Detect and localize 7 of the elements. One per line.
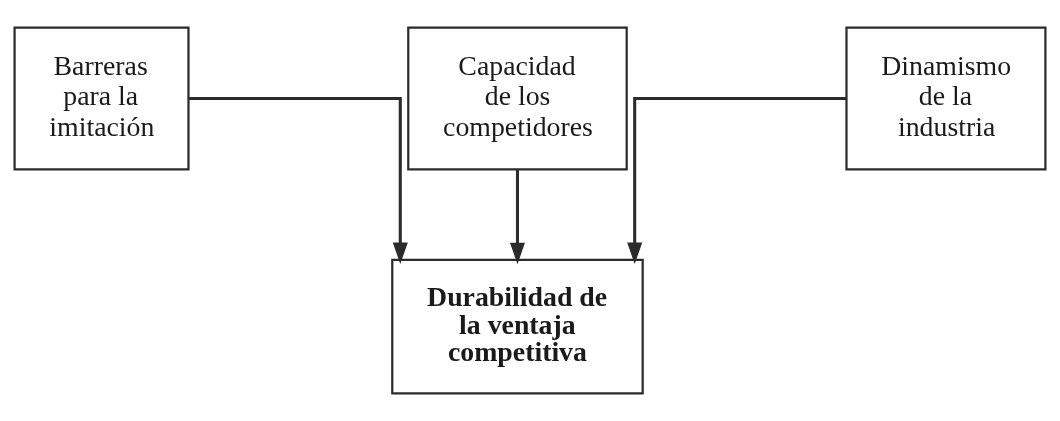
node-box: Durabilidad de la ventaja competitiva <box>391 258 644 395</box>
node-box: Barreras para la imitación <box>13 26 190 171</box>
arrow <box>627 97 847 265</box>
node-box: Dinamismo de la industria <box>845 26 1047 171</box>
node-box: Capacidad de los competidores <box>407 26 628 171</box>
arrow <box>188 97 408 265</box>
arrow <box>509 170 525 265</box>
